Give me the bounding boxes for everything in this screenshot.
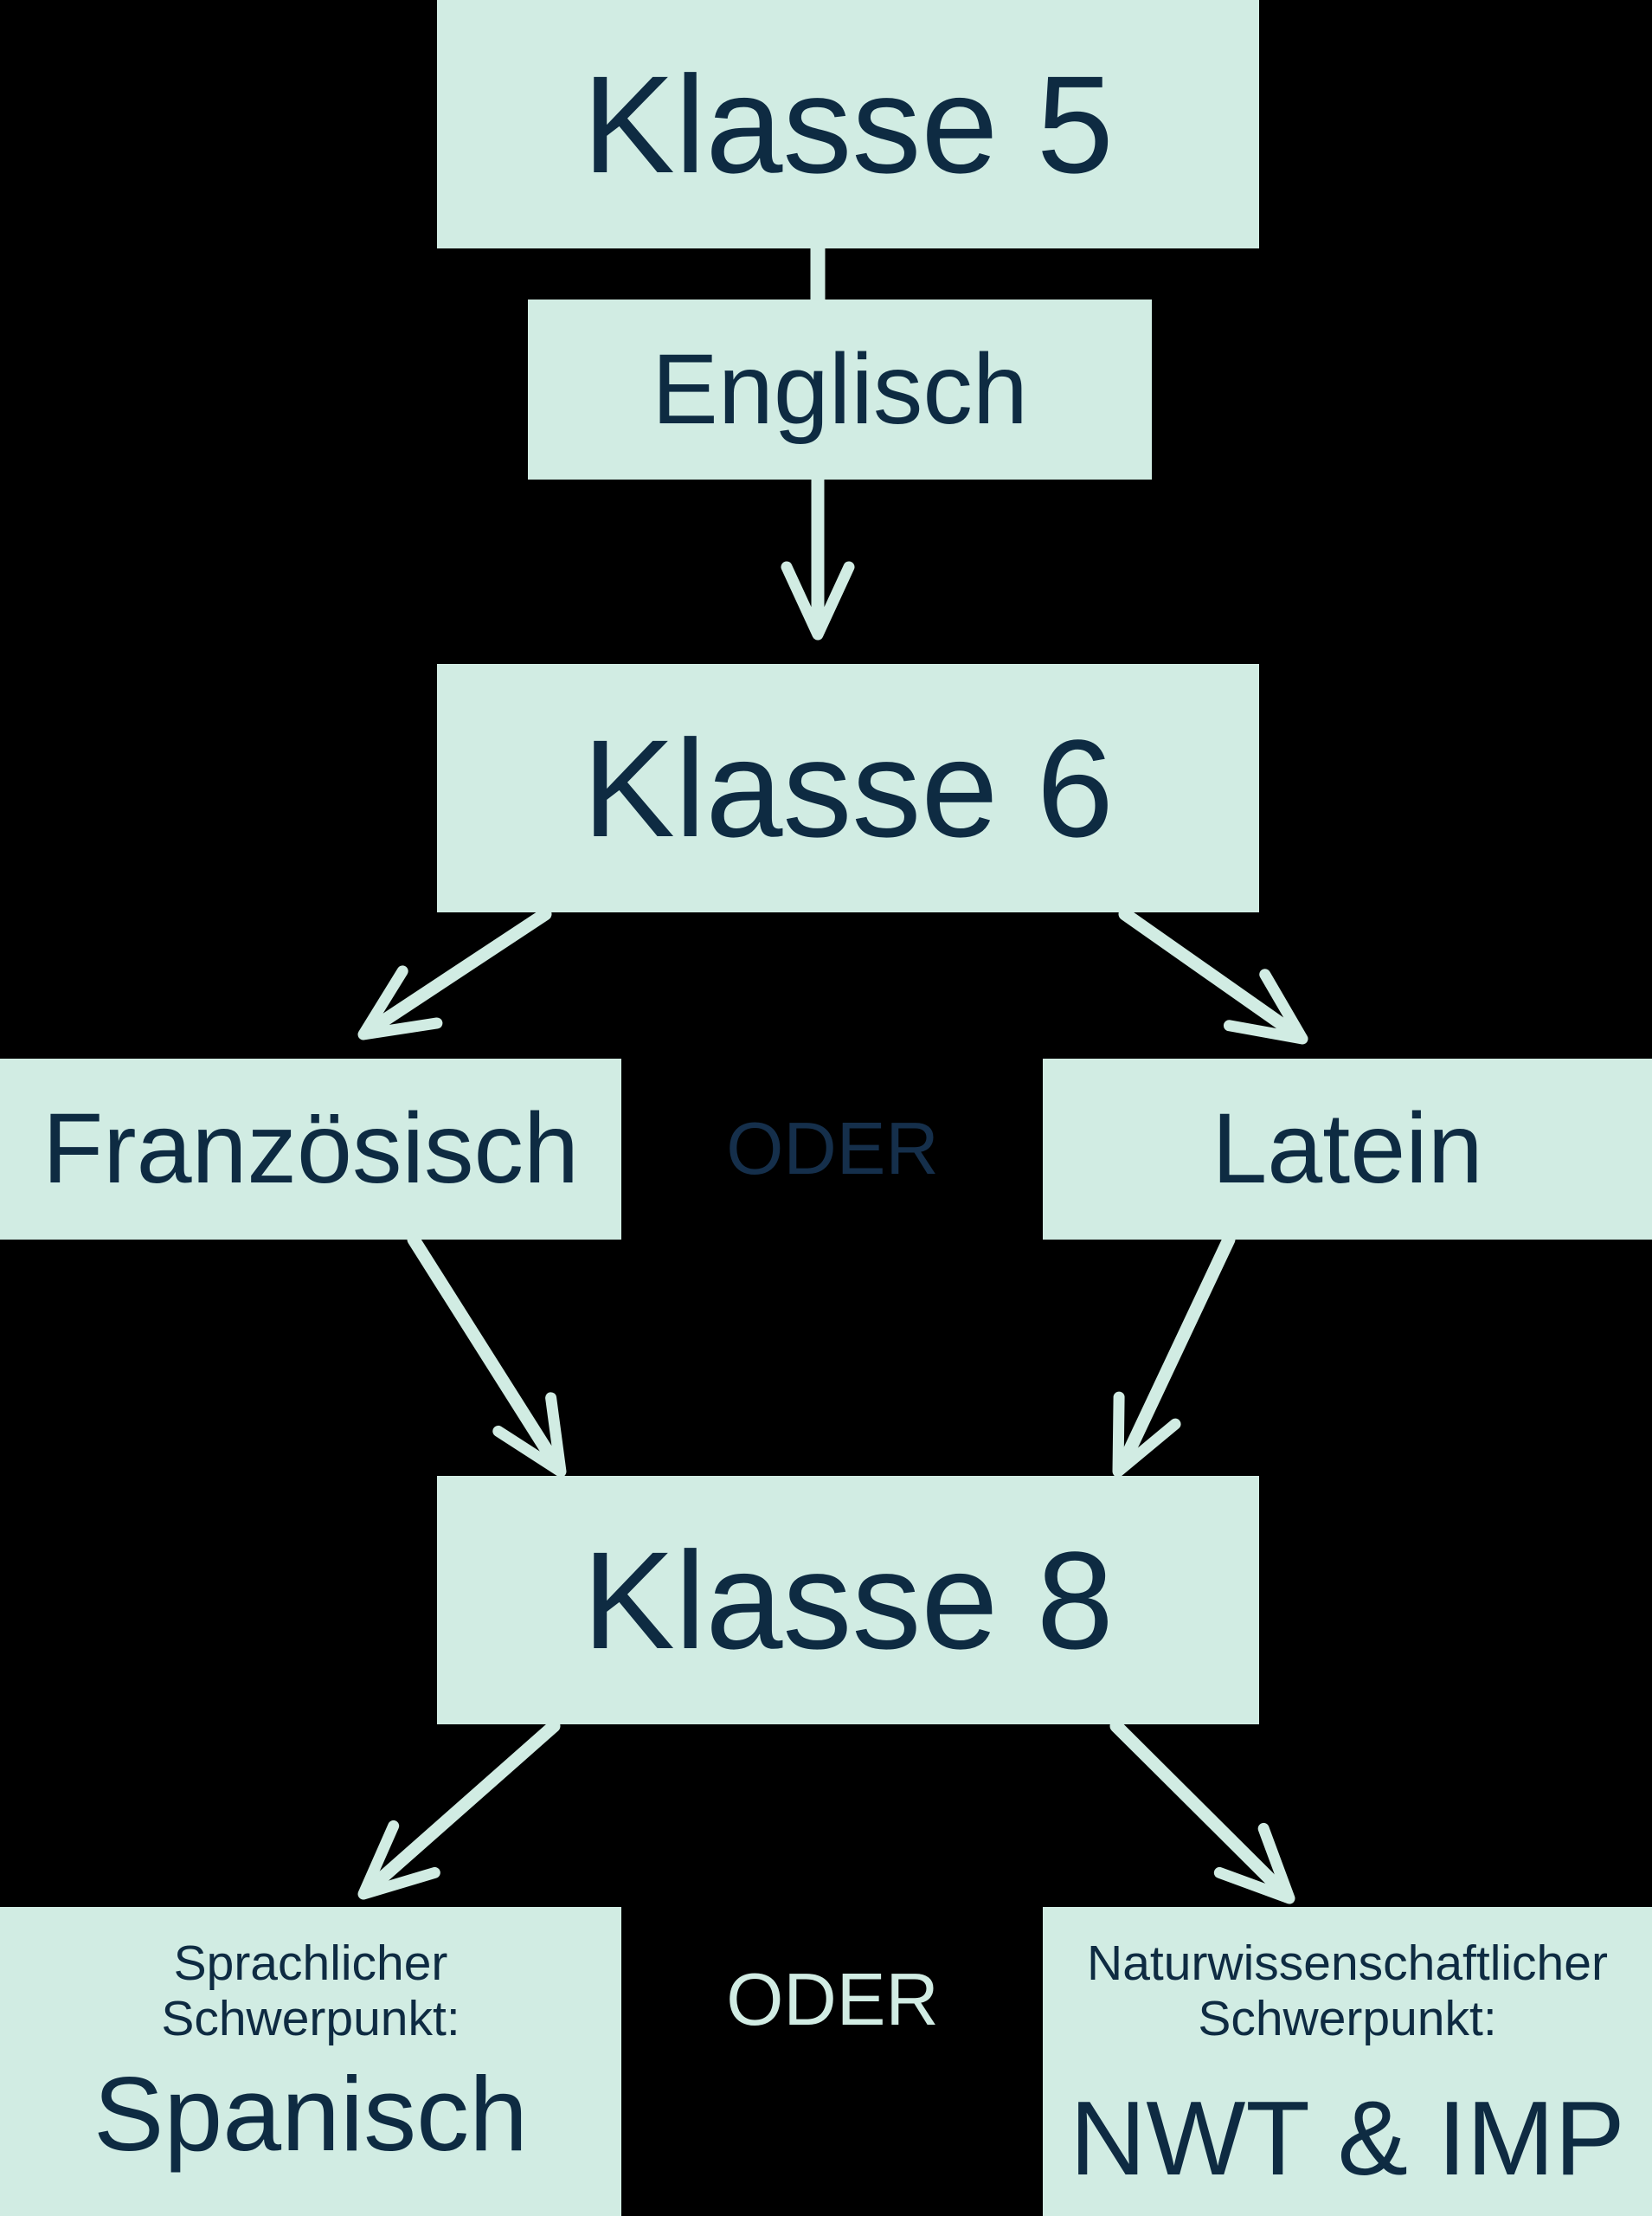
sprachlicher-schwerpunkt-heading: Sprachlicher Schwerpunkt: (161, 1936, 460, 2047)
arrow-klasse6-franzoesisch (357, 907, 552, 1040)
arrow-klasse6-latein (1118, 907, 1308, 1045)
node-franzoesisch: Französisch (0, 1059, 621, 1240)
node-franzoesisch-label: Französisch (42, 1093, 579, 1204)
arrow-latein-klasse8 (1112, 1233, 1236, 1478)
node-naturwissenschaftlicher-schwerpunkt: Naturwissenschaftlicher Schwerpunkt: NWT… (1043, 1907, 1652, 2216)
arrow-franzoesisch-klasse8 (407, 1233, 567, 1478)
node-klasse-8-label: Klasse 8 (582, 1522, 1114, 1678)
node-latein-label: Latein (1212, 1093, 1483, 1204)
natur-heading-line1: Naturwissenschaftlicher (1087, 1936, 1608, 1991)
node-sprachlicher-schwerpunkt: Sprachlicher Schwerpunkt: Spanisch (0, 1907, 621, 2216)
node-klasse-6: Klasse 6 (437, 664, 1259, 912)
sprachlicher-heading-line1: Sprachlicher (173, 1936, 448, 1991)
oder-top-label: ODER (726, 1107, 939, 1190)
node-klasse-6-label: Klasse 6 (582, 710, 1114, 866)
oder-separator-bottom: ODER (703, 1961, 962, 2039)
node-latein: Latein (1043, 1059, 1652, 1240)
node-englisch: Englisch (528, 300, 1152, 480)
node-klasse-8: Klasse 8 (437, 1476, 1259, 1724)
arrow-klasse8-nwt (1109, 1719, 1295, 1904)
node-nwt-imp-label: NWT & IMP (1070, 2078, 1625, 2197)
sprachlicher-heading-line2: Schwerpunkt: (161, 1990, 460, 2046)
natur-heading-line2: Schwerpunkt: (1198, 1990, 1497, 2046)
node-englisch-label: Englisch (652, 333, 1028, 445)
node-klasse-5: Klasse 5 (437, 0, 1259, 248)
arrow-englisch-klasse6 (781, 473, 855, 641)
arrow-klasse8-spanisch (357, 1719, 561, 1900)
oder-bottom-label: ODER (726, 1958, 939, 2041)
naturwissenschaftlicher-schwerpunkt-heading: Naturwissenschaftlicher Schwerpunkt: (1087, 1936, 1608, 2047)
oder-separator-top: ODER (703, 1110, 962, 1188)
node-klasse-5-label: Klasse 5 (582, 46, 1114, 202)
node-spanisch-label: Spanisch (93, 2054, 528, 2173)
